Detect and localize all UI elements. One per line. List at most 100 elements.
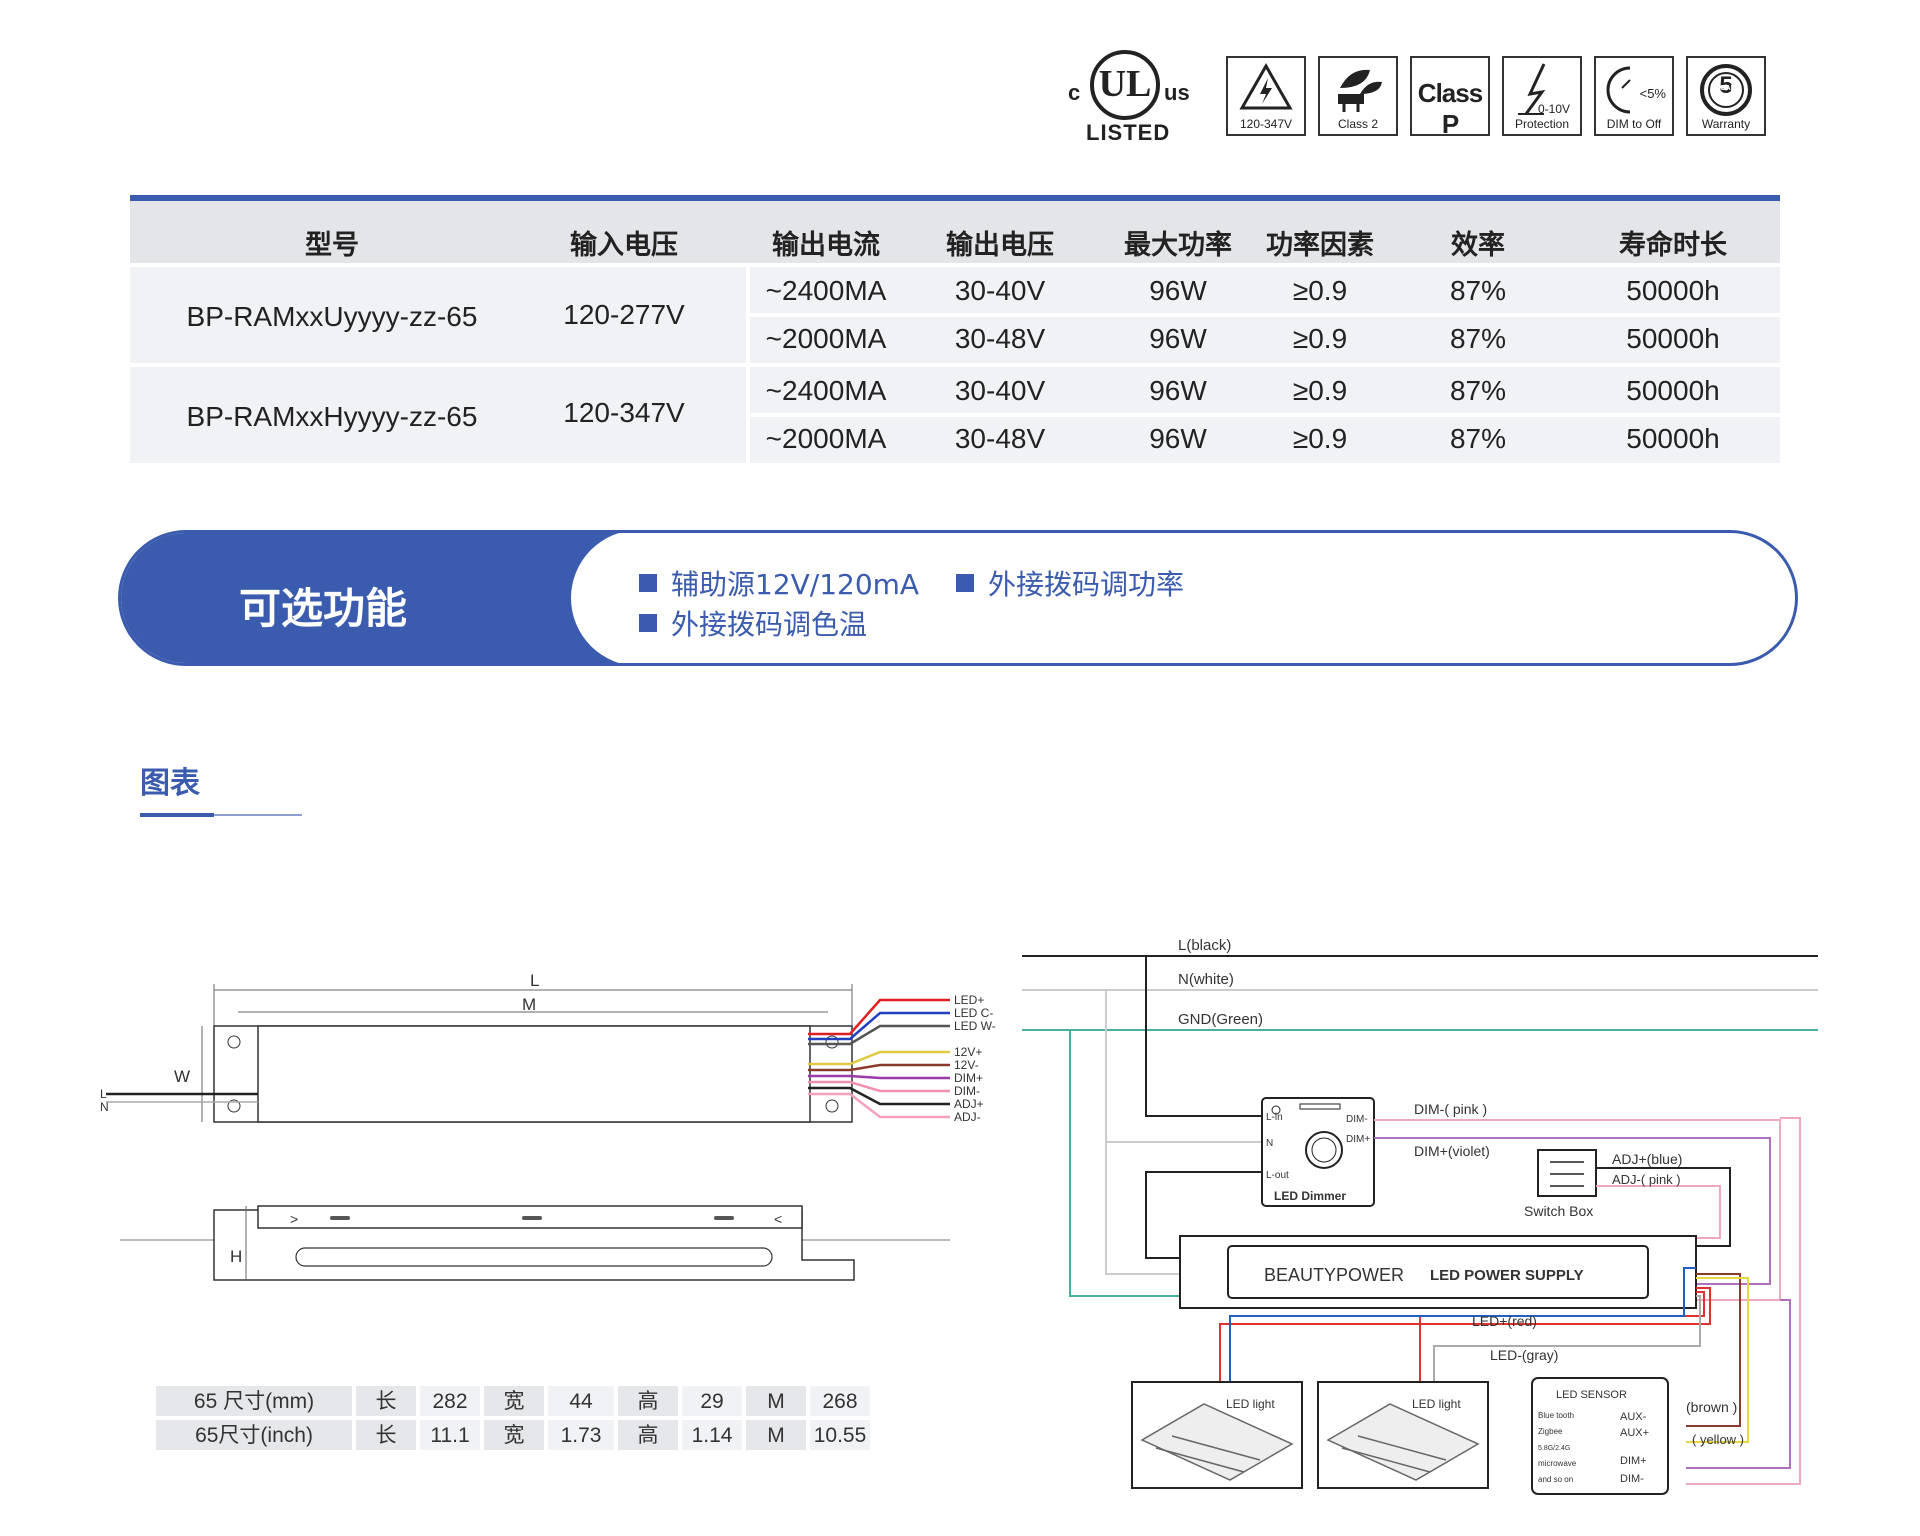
aux-minus-label: (brown ): [1686, 1399, 1737, 1415]
output-wire: [808, 1050, 950, 1066]
dimension-cell: M: [746, 1420, 806, 1450]
switch-box: [1537, 1149, 1597, 1197]
output-wire: [808, 1080, 950, 1093]
sensor-pin: AUX-: [1620, 1411, 1647, 1423]
side-view-tab: [330, 1216, 350, 1220]
output-wire-group: LED+LED C-LED W-12V+12V-DIM+DIM-ADJ+ADJ-: [808, 993, 996, 1124]
mount-hole: [825, 1035, 839, 1049]
output-wire: [808, 1092, 950, 1119]
led-fixture-icon: [1140, 1403, 1294, 1481]
efficiency-cell: 87%: [1449, 323, 1507, 354]
led-light-label: LED light: [1412, 1397, 1461, 1411]
length-label: L: [530, 971, 539, 990]
ul-listed-caption: LISTED: [1086, 120, 1171, 145]
bullet-square-icon: [639, 574, 657, 592]
warranty-badge-label: Warranty: [1701, 117, 1751, 131]
header-model: 型号: [305, 230, 359, 261]
warranty-years: 5: [1719, 72, 1733, 99]
output-wire-label: LED+: [954, 993, 984, 1007]
section-underline-accent: [140, 813, 214, 817]
ul-c: c: [1068, 80, 1081, 105]
lightning-protection-icon: [1518, 63, 1546, 115]
input-wire-label: L: [100, 1087, 107, 1101]
table-cell-bg: [750, 417, 1780, 463]
power-factor-cell: ≥0.9: [1292, 423, 1348, 454]
dimension-cell: 44: [548, 1386, 614, 1416]
dimension-cell: 高: [618, 1420, 678, 1450]
dim-plus-label: DIM+(violet): [1414, 1143, 1490, 1159]
sensor-type: and so on: [1538, 1475, 1573, 1484]
dimension-cell: 268: [810, 1386, 870, 1416]
side-view-slot: [295, 1247, 773, 1267]
output-current-cell: ~2000MA: [765, 423, 887, 454]
output-wire: [808, 1063, 950, 1072]
mount-hole: [825, 1099, 839, 1113]
output-wire-label: DIM+: [954, 1071, 983, 1085]
output-current-cell: ~2000MA: [765, 323, 887, 354]
width-label: W: [174, 1067, 190, 1086]
sensor-dim-minus-wire: [1686, 1117, 1801, 1485]
dimmer-pin: DIM+: [1346, 1134, 1370, 1145]
efficiency-cell: 87%: [1449, 275, 1507, 306]
neutral-to-psu: [1105, 1142, 1180, 1275]
led-minus-wire: [1433, 1295, 1701, 1382]
mount-hole: [227, 1035, 241, 1049]
banner-title: 可选功能: [239, 584, 408, 633]
aux-minus-wire: [1686, 1273, 1741, 1427]
protection-badge-sub: 0-10V: [1537, 102, 1570, 116]
output-wire-label: DIM-: [954, 1084, 980, 1098]
mount-hole: [227, 1099, 241, 1113]
side-mark-left: >: [290, 1211, 298, 1227]
output-current-cell: ~2400MA: [765, 275, 887, 306]
output-wire-label: 12V-: [954, 1058, 979, 1072]
dimmer-pin: L-in: [1266, 1112, 1283, 1123]
model-cell: BP-RAMxxUyyyy-zz-65: [186, 301, 478, 332]
output-voltage-cell: 30-48V: [954, 423, 1046, 454]
header-efficiency: 效率: [1451, 230, 1505, 261]
dimension-cell: 10.55: [810, 1420, 870, 1450]
sensor-pin: DIM+: [1620, 1455, 1647, 1467]
sensor-type: Blue tooth: [1538, 1411, 1574, 1420]
output-voltage-cell: 30-40V: [954, 275, 1046, 306]
banner-title-panel: [121, 533, 621, 663]
ul-circle: UL: [1090, 50, 1160, 120]
efficiency-cell: 87%: [1449, 423, 1507, 454]
dim-to-off-icon: [1606, 66, 1631, 114]
dimmer-slot: [1299, 1103, 1341, 1110]
led-blue-wire: [1229, 1267, 1696, 1382]
side-mark-right: <: [774, 1211, 782, 1227]
wiring-diagram: L(black) N(white) GND(Green) L-in N L-ou…: [1022, 937, 1818, 1495]
adj-minus-wire: [1596, 1185, 1721, 1239]
sensor-type: 5.8G/2.4G: [1538, 1445, 1570, 1452]
five-year-warranty-icon: [1700, 64, 1752, 116]
side-view-tab: [522, 1216, 542, 1220]
height-label: H: [230, 1247, 242, 1266]
mains-label-gnd: GND(Green): [1178, 1011, 1263, 1028]
lifetime-cell: 50000h: [1626, 275, 1720, 306]
dimmer-title: LED Dimmer: [1274, 1189, 1346, 1203]
output-wire: [808, 1086, 950, 1106]
dimension-cell: 宽: [484, 1420, 544, 1450]
dimension-cell: 宽: [484, 1386, 544, 1416]
lifetime-cell: 50000h: [1626, 323, 1720, 354]
feature-item: 外接拨码调色温: [639, 603, 867, 643]
class-p-icon: Class P: [1417, 78, 1483, 139]
aux-plus-label: ( yellow ): [1692, 1432, 1744, 1447]
power-factor-cell: ≥0.9: [1292, 275, 1348, 306]
line-drop: [1145, 956, 1262, 1117]
class2-badge: Class 2: [1318, 56, 1398, 136]
adj-plus-wire: [1596, 1167, 1731, 1247]
sensor-dim-plus-wire: [1686, 1299, 1791, 1469]
plug-leaf-icon: [1338, 69, 1382, 112]
lout-to-psu: [1145, 1171, 1262, 1259]
mains-label-l: L(black): [1178, 937, 1231, 954]
led-fixture-icon: [1326, 1403, 1480, 1481]
output-wire: [808, 1011, 950, 1041]
protection-badge-label: Protection: [1514, 117, 1570, 131]
dimmer-screw: [1271, 1105, 1281, 1115]
led-plus-wire: [1219, 1287, 1711, 1382]
dimension-cell: 长: [356, 1420, 416, 1450]
output-current-cell: ~2400MA: [765, 375, 887, 406]
high-voltage-icon: [1239, 62, 1293, 110]
header-output-voltage: 输出电压: [946, 230, 1054, 261]
